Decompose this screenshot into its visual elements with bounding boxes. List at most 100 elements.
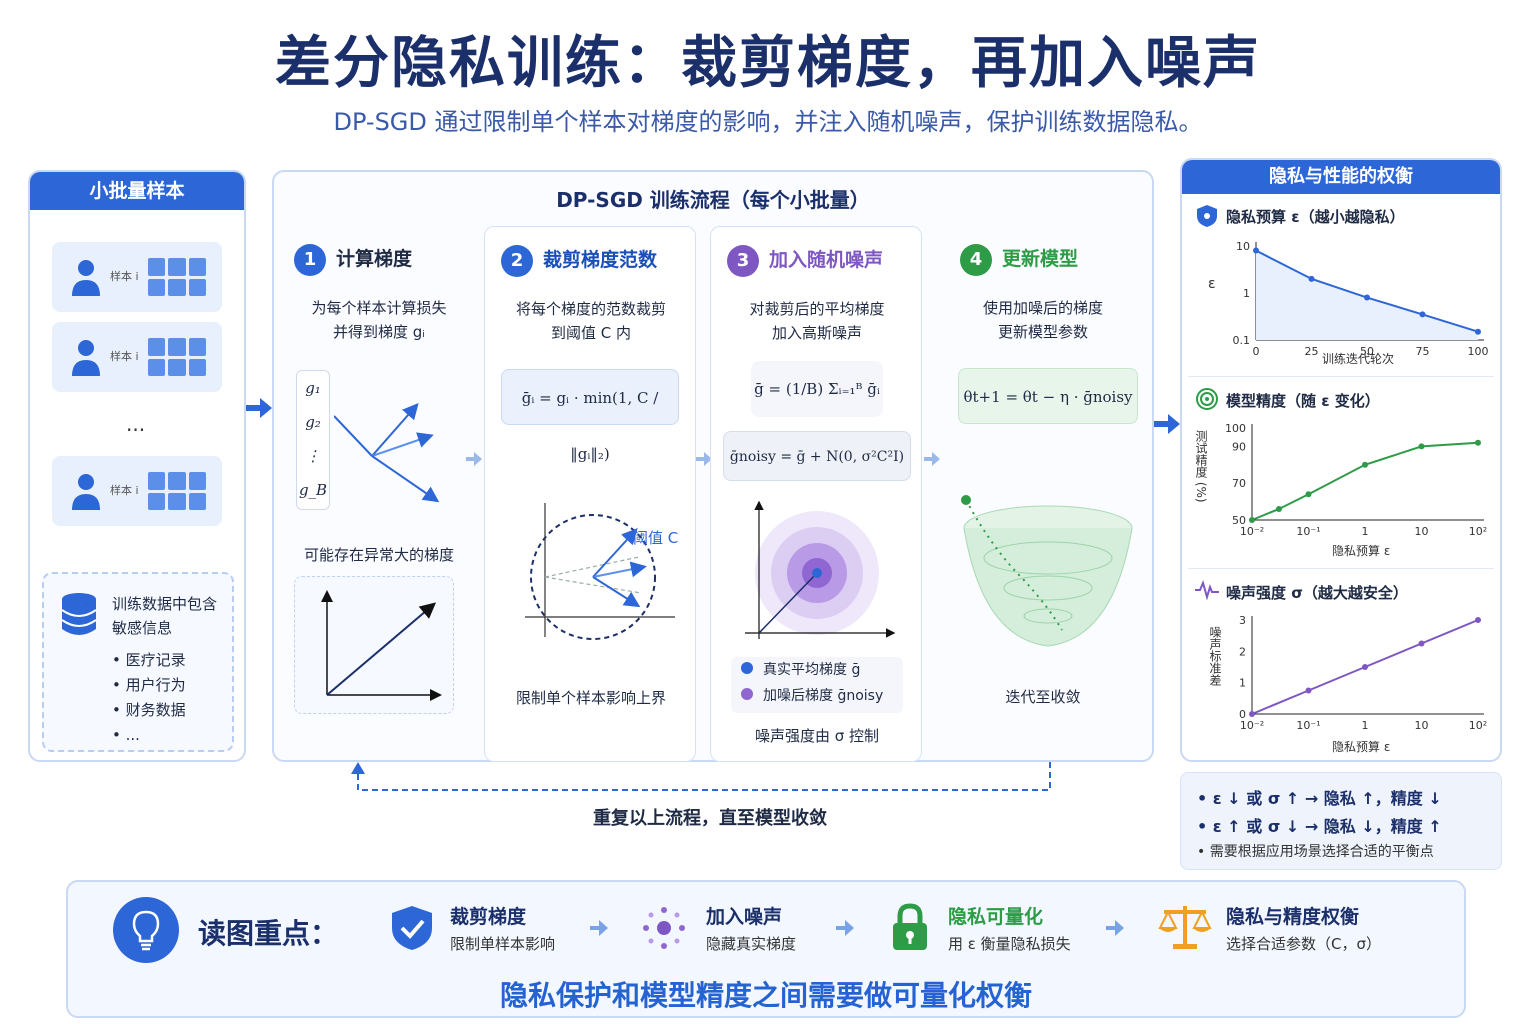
step-number: 4 bbox=[960, 244, 992, 276]
chart-1-title: 隐私预算 ε（越小越隐私） bbox=[1226, 208, 1405, 226]
loop-text: 重复以上流程，直至模型收敛 bbox=[593, 808, 827, 829]
arrow-right-icon bbox=[246, 398, 272, 418]
data-point bbox=[1362, 664, 1368, 670]
loss-surface-diagram bbox=[961, 495, 1133, 647]
arrow-right-icon bbox=[836, 920, 854, 936]
chart-3-title: 噪声强度 σ（越大越安全） bbox=[1226, 584, 1408, 602]
data-point bbox=[1253, 247, 1259, 254]
y-tick-label: 10 bbox=[1236, 240, 1250, 253]
keypoint-item: 隐私可量化用 ε 衡量隐私损失 bbox=[948, 906, 1071, 953]
x-tick-label: 1 bbox=[1362, 719, 1369, 732]
lightbulb-icon bbox=[113, 897, 179, 963]
page-subtitle: DP-SGD 通过限制单个样本对梯度的影响，并注入随机噪声，保护训练数据隐私。 bbox=[333, 108, 1203, 136]
chart-3-xlabel: 隐私预算 ε bbox=[1332, 740, 1391, 754]
data-point bbox=[1364, 294, 1370, 301]
large-gradient-plot bbox=[294, 576, 454, 714]
update-formula: θt+1 = θt − η · ḡnoisy bbox=[958, 368, 1138, 424]
arrow-right-icon bbox=[924, 452, 940, 466]
note-line: • ε ↓ 或 σ ↑ → 隐私 ↑，精度 ↓ bbox=[1197, 789, 1442, 808]
step-4-desc: 使用加噪后的梯度更新模型参数 bbox=[982, 299, 1103, 341]
loop-arrow-icon bbox=[351, 762, 1051, 791]
y-tick-label: 3 bbox=[1239, 614, 1246, 627]
data-point bbox=[1418, 443, 1425, 450]
axes-icon bbox=[321, 590, 442, 701]
step-3-desc: 对裁剪后的平均梯度加入高斯噪声 bbox=[749, 300, 885, 342]
feature-grid-icon bbox=[148, 258, 206, 296]
person-icon bbox=[72, 260, 100, 296]
shield-check-icon bbox=[392, 906, 432, 950]
legend-item: 加噪后梯度 ḡnoisy bbox=[741, 683, 903, 709]
x-tick-label: 10⁻² bbox=[1240, 719, 1264, 732]
series-line bbox=[1251, 441, 1479, 521]
keypoint-item: 隐私与精度权衡选择合适参数（C，σ） bbox=[1226, 906, 1381, 953]
y-tick-label: 1 bbox=[1243, 287, 1250, 300]
y-tick-label: 1 bbox=[1239, 677, 1246, 690]
x-tick-label: 75 bbox=[1416, 345, 1430, 358]
noise-particles-icon bbox=[643, 907, 685, 949]
clip-formula: ḡᵢ = gᵢ · min(1, C / ‖gᵢ‖₂) bbox=[501, 369, 679, 463]
x-tick-label: 50 bbox=[1360, 345, 1374, 358]
shield-icon bbox=[1197, 205, 1217, 227]
x-tick-label: 25 bbox=[1305, 345, 1319, 358]
keypoint-item: 加入噪声隐藏真实梯度 bbox=[706, 906, 797, 953]
x-tick-label: 10⁻² bbox=[1240, 525, 1264, 538]
legend-item: 真实平均梯度 ḡ bbox=[741, 657, 903, 683]
minibatch-panel: 小批量样本 样本 i 样本 i ... 样本 i 训练数据中包含敏感信息 • 医… bbox=[28, 170, 246, 762]
list-item: • 财务数据 bbox=[112, 701, 186, 719]
y-tick-label: 70 bbox=[1232, 477, 1246, 490]
x-tick-label: 10² bbox=[1469, 719, 1487, 732]
threshold-label: 阈值 C bbox=[633, 529, 679, 547]
y-tick-label: 50 bbox=[1232, 514, 1246, 527]
data-point bbox=[1308, 275, 1315, 282]
step-2-caption: 限制单个样本影响上界 bbox=[515, 689, 666, 707]
data-point bbox=[1475, 617, 1481, 623]
sample-tag: 样本 i bbox=[110, 270, 139, 283]
x-tick-label: 0 bbox=[1253, 345, 1260, 358]
person-icon bbox=[72, 340, 100, 376]
gradient-vectors-icon bbox=[334, 402, 440, 503]
chart-2-title: 模型精度（随 ε 变化） bbox=[1226, 392, 1380, 410]
data-point bbox=[1475, 439, 1481, 446]
tradeoff-title: 隐私与性能的权衡 bbox=[1182, 160, 1500, 194]
step-3-caption: 噪声强度由 σ 控制 bbox=[754, 727, 880, 745]
list-item: • 医疗记录 bbox=[112, 651, 186, 669]
data-point bbox=[1305, 491, 1312, 498]
step-4-caption: 迭代至收敛 bbox=[1005, 688, 1081, 706]
noise-formula: ḡnoisy = ḡ + N(0, σ²C²I) bbox=[723, 431, 911, 481]
target-icon bbox=[1196, 388, 1218, 410]
arrow-right-icon bbox=[466, 452, 482, 466]
data-point bbox=[1475, 328, 1481, 335]
arrow-right-icon bbox=[1154, 414, 1180, 434]
sample-tag: 样本 i bbox=[110, 484, 139, 497]
data-point bbox=[1305, 687, 1312, 694]
data-point bbox=[1249, 517, 1255, 523]
step-1-note: 可能存在异常大的梯度 bbox=[303, 546, 454, 564]
note-line: • ε ↑ 或 σ ↓ → 隐私 ↓，精度 ↑ bbox=[1197, 817, 1442, 836]
feature-grid-icon bbox=[148, 338, 206, 376]
note-line: • 需要根据应用场景选择合适的平衡点 bbox=[1197, 844, 1434, 860]
arrow-right-icon bbox=[696, 452, 712, 466]
x-tick-label: 10 bbox=[1415, 719, 1429, 732]
chart-3-ylabel: 噪声标准差 bbox=[1208, 626, 1222, 686]
lock-icon bbox=[893, 903, 927, 950]
flow-title: DP-SGD 训练流程（每个小批量） bbox=[556, 188, 870, 212]
y-tick-label: 90 bbox=[1232, 440, 1246, 453]
data-point bbox=[1275, 505, 1282, 512]
keypoints-title: 读图重点： bbox=[198, 917, 339, 950]
page-title: 差分隐私训练：裁剪梯度，再加入噪声 bbox=[275, 31, 1261, 96]
sample-card: 样本 i bbox=[52, 242, 222, 312]
sample-card: 样本 i bbox=[52, 322, 222, 392]
data-point bbox=[1249, 711, 1255, 717]
chart-2-ylabel: 测试精度 (%) bbox=[1194, 430, 1208, 503]
step-1-desc: 为每个样本计算损失并得到梯度 gᵢ bbox=[311, 299, 447, 341]
sample-card: 样本 i bbox=[52, 456, 222, 526]
